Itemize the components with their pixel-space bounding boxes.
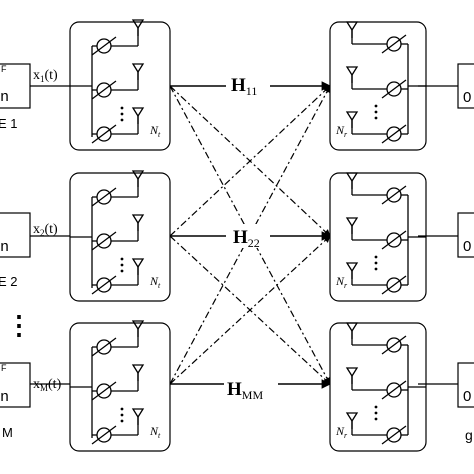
antenna-icon <box>345 111 359 122</box>
receiver-3-block: 0 g <box>457 362 474 443</box>
ellipsis-dot <box>374 110 378 114</box>
tx-antenna-count: Nt <box>149 424 161 440</box>
user-1-name: E 1 <box>0 116 18 131</box>
signal-1-label: x1(t) <box>33 68 58 84</box>
antenna-icon <box>345 262 359 273</box>
antenna-icon <box>131 63 145 74</box>
ellipsis-dot <box>374 104 378 108</box>
antenna-icon <box>345 367 359 378</box>
channel-label-h22: H22 <box>233 227 260 250</box>
tx-array-1: Nt <box>69 19 171 151</box>
receiver-2-box-text: 0 <box>463 238 471 255</box>
ellipsis-dot <box>374 411 378 415</box>
user-3-block: F in M <box>0 362 31 440</box>
user-3-tag: F <box>1 363 7 373</box>
receiver-1-block: 0 <box>457 63 474 109</box>
antenna-icon <box>131 364 145 375</box>
user-2-box-text: in <box>0 238 9 255</box>
row-2: in E 2 x2(t) Nt Nr 0 <box>0 170 474 302</box>
receiver-3-box-text: 0 <box>463 388 471 405</box>
rx-array-2: Nr <box>329 172 427 302</box>
row-1: F in E 1 x1(t) Nt Nr 0 <box>0 19 474 151</box>
antenna-icon <box>345 322 359 333</box>
ellipsis-dot <box>120 263 124 267</box>
tx-array-3: Nt <box>69 320 171 452</box>
rx-antenna-count: Nr <box>335 424 348 440</box>
row-3: F in M xM(t) Nt Nr 0 g <box>0 320 474 452</box>
ellipsis-dot <box>120 112 124 116</box>
user-2-block: in E 2 <box>0 212 31 289</box>
channel-label-h11: H11 <box>231 75 257 98</box>
antenna-icon <box>131 214 145 225</box>
receiver-1-box-text: 0 <box>463 89 471 106</box>
ellipsis-dot <box>120 269 124 273</box>
ellipsis-dot <box>120 419 124 423</box>
rx-antenna-count: Nr <box>335 123 348 139</box>
antenna-icon <box>345 217 359 228</box>
ellipsis-dot <box>374 405 378 409</box>
antenna-icon <box>131 258 145 269</box>
antenna-icon <box>131 408 145 419</box>
users-ellipsis: ⋮ <box>6 310 32 340</box>
tx-antenna-count: Nt <box>149 274 161 290</box>
receiver-2-block: 0 <box>457 212 474 258</box>
ellipsis-dot <box>374 261 378 265</box>
user-1-box-text: in <box>0 88 9 105</box>
interference-link <box>169 85 331 237</box>
antenna-icon <box>131 170 145 181</box>
user-2-name: E 2 <box>0 274 18 289</box>
tx-array-2: Nt <box>69 170 171 302</box>
ellipsis-dot <box>374 267 378 271</box>
ellipsis-dot <box>374 417 378 421</box>
ellipsis-dot <box>120 407 124 411</box>
antenna-icon <box>345 21 359 32</box>
receiver-3-name: g <box>465 427 473 443</box>
ellipsis-dot <box>120 257 124 261</box>
channel-labels: H11 H22 HMM <box>224 72 278 402</box>
ellipsis-dot <box>374 116 378 120</box>
user-3-box-text: in <box>0 388 9 405</box>
ellipsis-dot <box>120 413 124 417</box>
rx-antenna-count: Nr <box>335 274 348 290</box>
user-1-block: F in E 1 <box>0 63 31 131</box>
interference-link <box>169 235 331 385</box>
signal-3-label: xM(t) <box>33 377 62 393</box>
rx-array-3: Nr <box>329 322 427 452</box>
antenna-icon <box>131 107 145 118</box>
antenna-icon <box>345 66 359 77</box>
channel-label-hmm: HMM <box>227 379 263 402</box>
ellipsis-dot <box>374 255 378 259</box>
ellipsis-dot <box>120 118 124 122</box>
user-3-name: M <box>2 425 13 440</box>
antenna-icon <box>345 172 359 183</box>
ellipsis-dot <box>120 106 124 110</box>
signal-2-label: x2(t) <box>33 222 58 238</box>
antenna-icon <box>345 412 359 423</box>
antenna-icon <box>131 320 145 331</box>
antenna-icon <box>131 19 145 30</box>
user-1-tag: F <box>1 64 7 74</box>
tx-antenna-count: Nt <box>149 123 161 139</box>
rx-array-1: Nr <box>329 21 427 151</box>
